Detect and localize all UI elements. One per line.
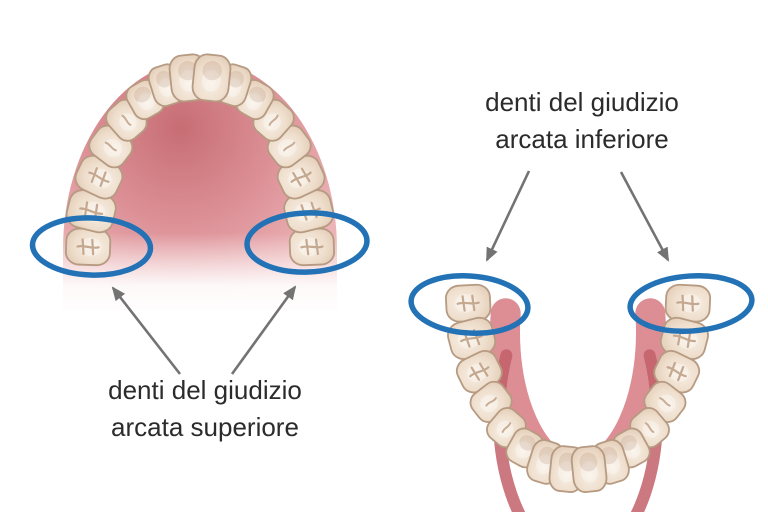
lower-arch-illustration [445, 283, 712, 512]
label-line-2: arcata superiore [111, 412, 299, 442]
tooth [288, 227, 335, 267]
label-line-1: denti del giudizio [108, 375, 302, 405]
upper-arch-illustration [55, 53, 355, 321]
arrow-to-lower-right-wisdom [619, 171, 670, 262]
lower-teeth [445, 283, 712, 493]
tooth [445, 283, 492, 323]
label-line-1: denti del giudizio [485, 87, 679, 117]
arrow-to-lower-left-wisdom [485, 170, 531, 262]
tooth [664, 283, 712, 323]
label-wisdom-lower-arch: denti del giudizio arcata inferiore [432, 84, 732, 158]
tooth [191, 53, 232, 103]
tooth [570, 445, 608, 493]
tooth [105, 98, 148, 142]
tooth [65, 227, 112, 267]
label-wisdom-upper-arch: denti del giudizio arcata superiore [55, 372, 355, 446]
label-line-2: arcata inferiore [495, 124, 669, 154]
